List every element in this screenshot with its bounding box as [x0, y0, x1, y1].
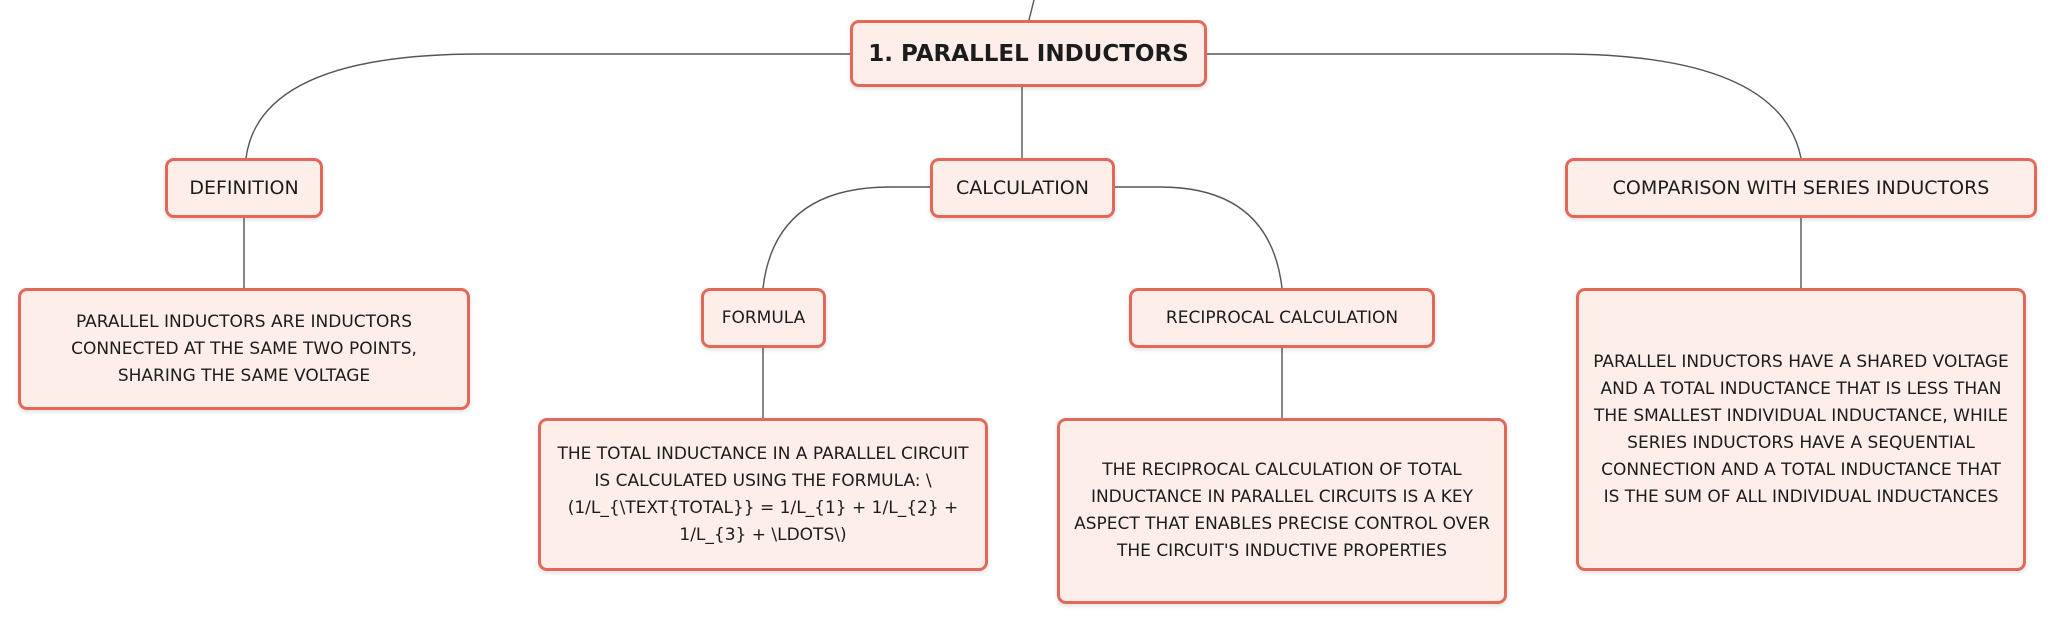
formula-node[interactable]: FORMULA: [701, 288, 826, 348]
formula-detail-text: THE TOTAL INDUCTANCE IN A PARALLEL CIRCU…: [557, 443, 969, 545]
connector-calculation-formula: [762, 186, 930, 289]
reciprocal-detail-text: THE RECIPROCAL CALCULATION OF TOTAL INDU…: [1074, 460, 1490, 561]
definition-node[interactable]: DEFINITION: [165, 158, 323, 218]
comparison-node-label: COMPARISON WITH SERIES INDUCTORS: [1612, 177, 1990, 199]
comparison-detail-node[interactable]: PARALLEL INDUCTORS HAVE A SHARED VOLTAGE…: [1576, 288, 2026, 571]
reciprocal-calculation-node-label: RECIPROCAL CALCULATION: [1165, 308, 1399, 328]
connector-root-comparison: [1207, 53, 1802, 159]
connector-calculation-reciprocal: [1115, 186, 1283, 289]
calculation-node[interactable]: CALCULATION: [930, 158, 1115, 218]
formula-detail-node[interactable]: THE TOTAL INDUCTANCE IN A PARALLEL CIRCU…: [538, 418, 988, 571]
connector-parent-root: [1028, 0, 1035, 21]
formula-node-label: FORMULA: [721, 308, 806, 328]
root-node[interactable]: 1. PARALLEL INDUCTORS: [850, 20, 1207, 87]
comparison-node[interactable]: COMPARISON WITH SERIES INDUCTORS: [1565, 158, 2037, 218]
definition-detail-node[interactable]: PARALLEL INDUCTORS ARE INDUCTORS CONNECT…: [18, 288, 470, 410]
reciprocal-calculation-node[interactable]: RECIPROCAL CALCULATION: [1129, 288, 1435, 348]
root-node-label: 1. PARALLEL INDUCTORS: [868, 40, 1189, 67]
calculation-node-label: CALCULATION: [956, 177, 1089, 199]
connector-root-definition: [245, 53, 850, 159]
reciprocal-detail-node[interactable]: THE RECIPROCAL CALCULATION OF TOTAL INDU…: [1057, 418, 1507, 604]
definition-node-label: DEFINITION: [189, 177, 299, 199]
definition-detail-text: PARALLEL INDUCTORS ARE INDUCTORS CONNECT…: [71, 311, 417, 386]
comparison-detail-text: PARALLEL INDUCTORS HAVE A SHARED VOLTAGE…: [1593, 351, 2009, 507]
